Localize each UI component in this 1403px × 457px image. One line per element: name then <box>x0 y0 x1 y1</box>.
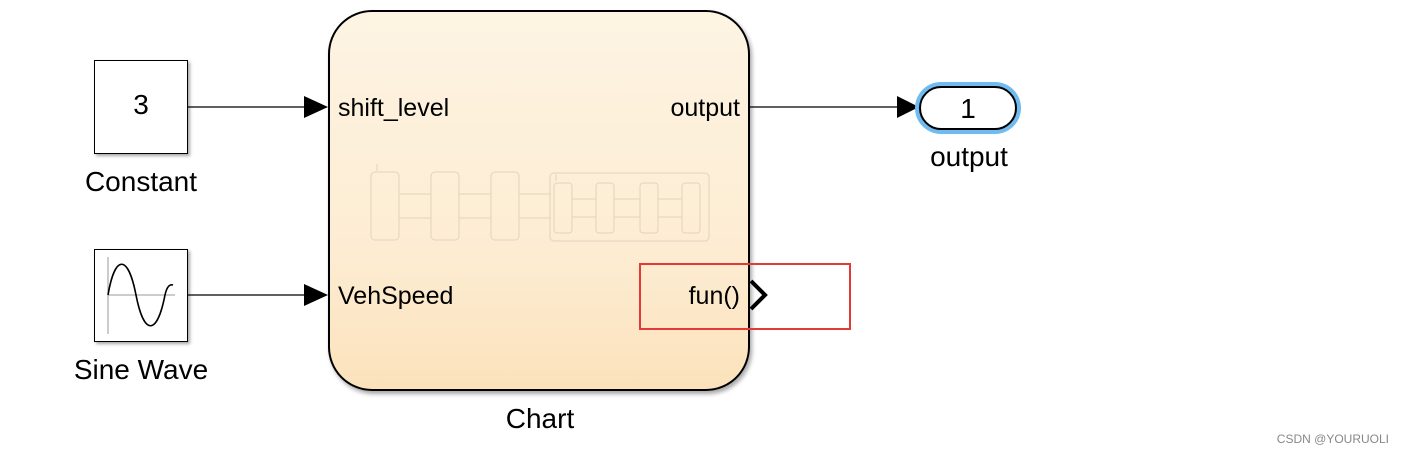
chart-input-shift-level: shift_level <box>338 94 450 122</box>
highlight-annotation-box <box>639 263 851 330</box>
stateflow-chart-block[interactable]: shift_level VehSpeed output fun() <box>328 10 750 391</box>
sine-wave-block[interactable] <box>94 249 188 342</box>
outport-block-label: output <box>930 141 1008 172</box>
input-port-arrow <box>304 96 328 118</box>
function-call-port-marker <box>749 279 768 311</box>
chart-input-vehspeed: VehSpeed <box>338 282 454 310</box>
chart-preview-thumbnail <box>370 164 710 242</box>
constant-block-label: Constant <box>84 166 198 197</box>
output-port-arrow <box>897 96 919 118</box>
chart-output-fun: fun() <box>688 282 740 310</box>
sine-wave-icon <box>107 257 175 334</box>
chart-output-output: output <box>670 94 740 122</box>
wire-constant-to-shift-level[interactable] <box>188 96 328 118</box>
constant-value: 3 <box>133 89 149 120</box>
input-port-arrow <box>304 284 328 306</box>
sine-wave-block-label: Sine Wave <box>73 354 209 385</box>
wire-output-to-outport[interactable] <box>750 96 919 118</box>
chart-block-label: Chart <box>505 403 575 434</box>
watermark: CSDN @YOURUOLI <box>1276 432 1389 446</box>
constant-block[interactable]: 3 <box>94 60 188 154</box>
wire-sine-to-vehspeed[interactable] <box>188 284 328 306</box>
outport-block[interactable]: 1 <box>919 86 1017 130</box>
outport-number: 1 <box>960 93 976 124</box>
